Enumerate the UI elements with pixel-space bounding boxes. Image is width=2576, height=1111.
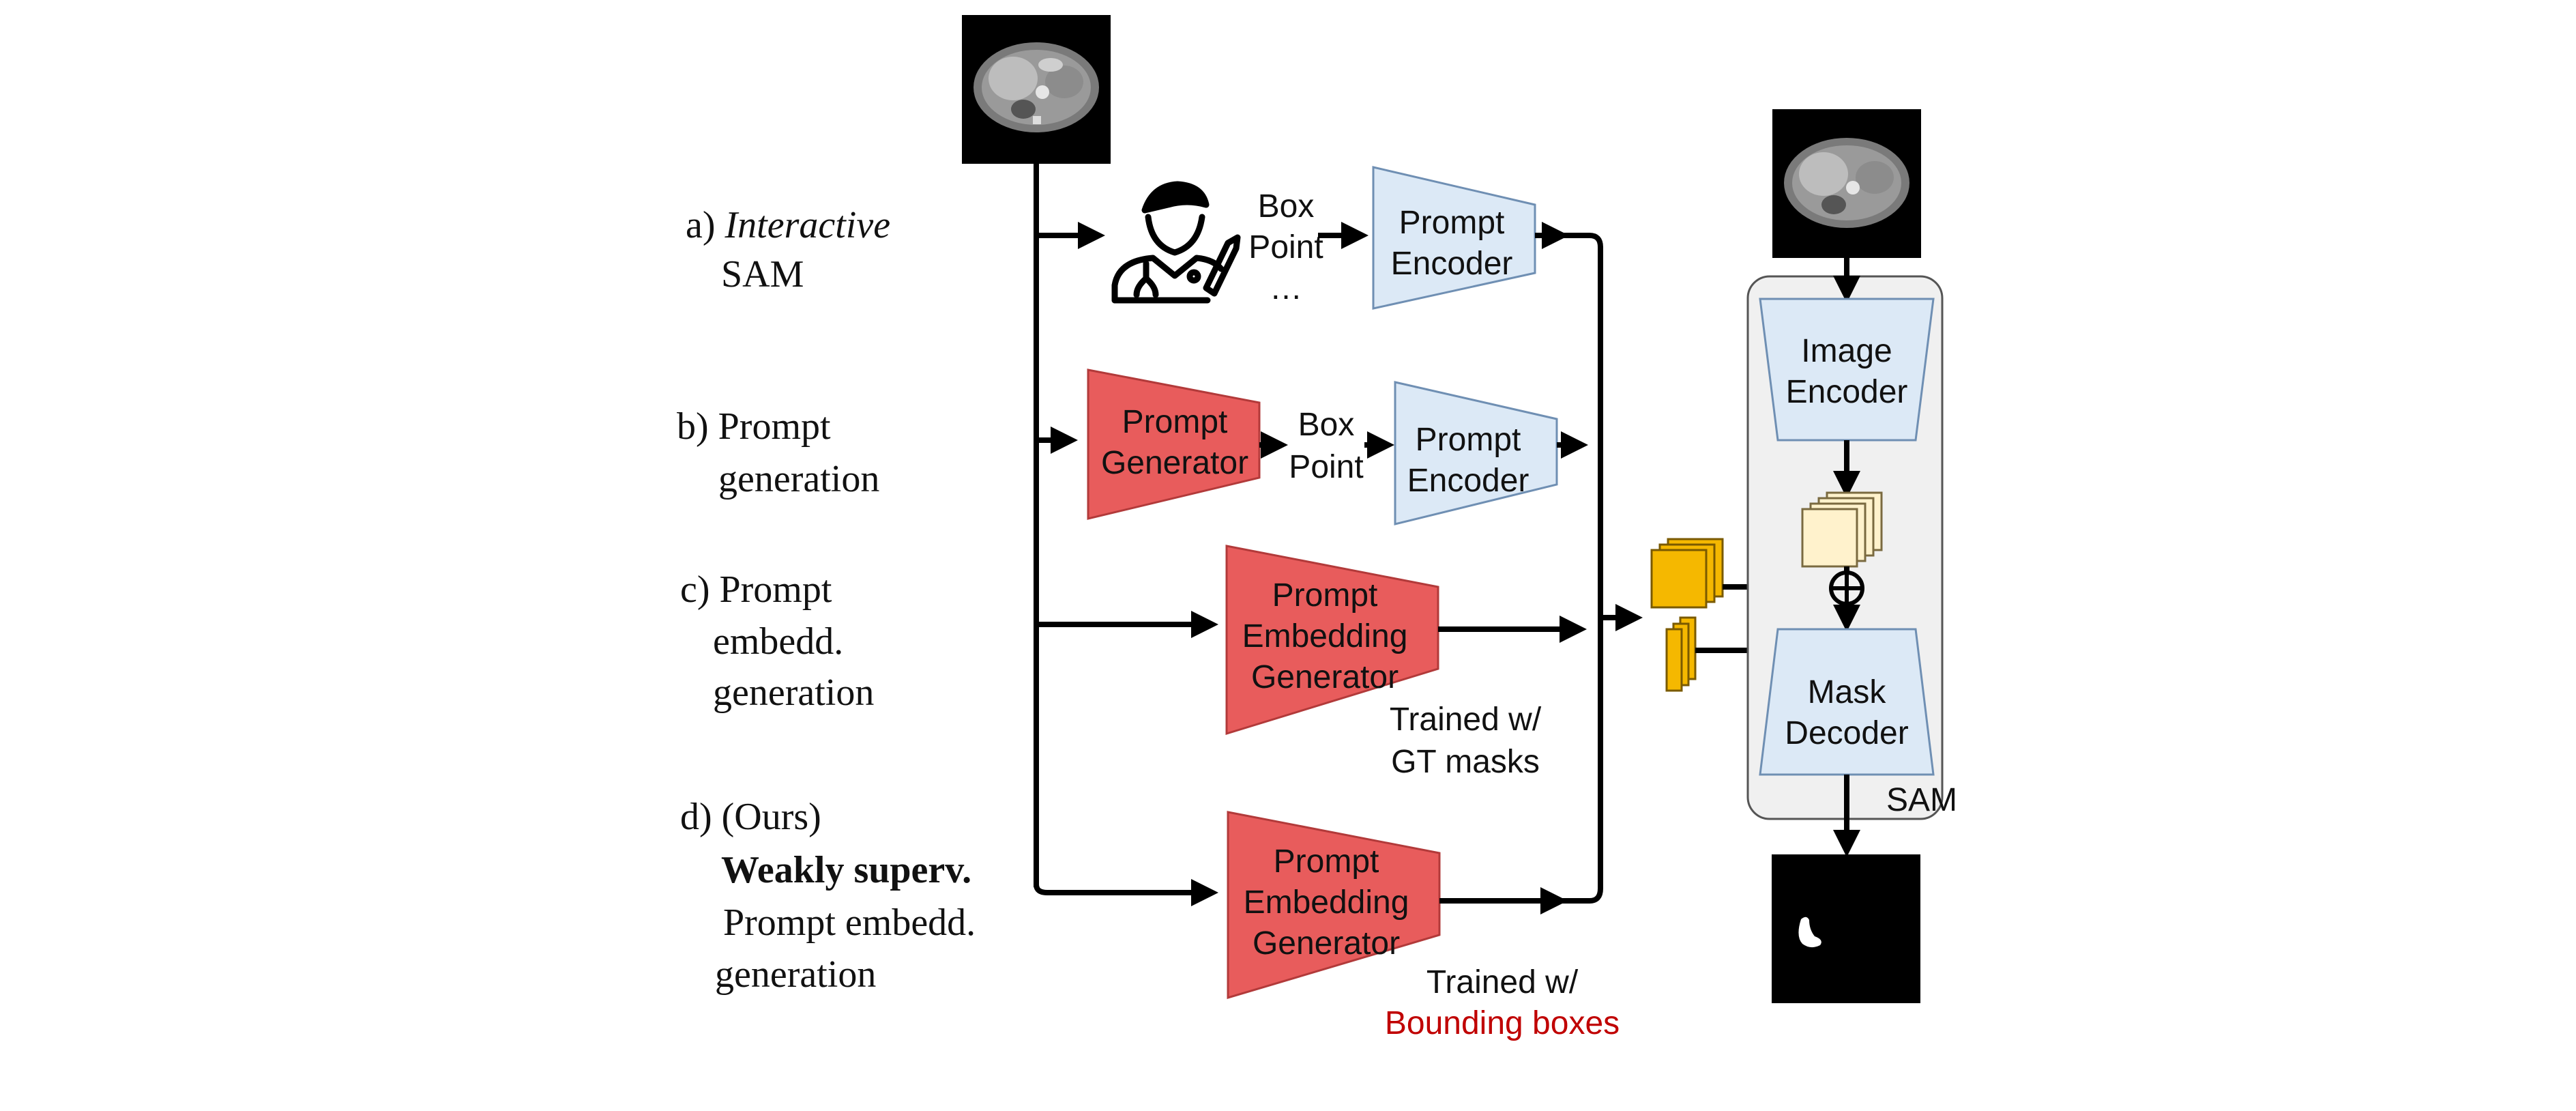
svg-text:Prompt embedd.: Prompt embedd. (723, 901, 976, 944)
svg-text:Weakly superv.: Weakly superv. (721, 849, 971, 891)
sam-label: SAM (1886, 782, 1957, 818)
svg-text:Point: Point (1289, 449, 1363, 485)
row-a-label: a)Interactive SAM (686, 204, 890, 295)
image-encoder: Image Encoder (1759, 298, 1935, 442)
svg-text:Embedding: Embedding (1242, 618, 1408, 654)
prompt-encoder-b: Prompt Encoder (1394, 381, 1558, 525)
svg-text:Box: Box (1298, 407, 1355, 443)
mask-decoder: Mask Decoder (1759, 628, 1935, 776)
row-c-label: c) Prompt embedd. generation (680, 568, 874, 714)
svg-text:Box: Box (1258, 188, 1315, 225)
note-d: Trained w/ Bounding boxes (1385, 964, 1620, 1041)
svg-text:Generator: Generator (1253, 925, 1400, 962)
prompt-embedding-generator-d: Prompt Embedding Generator (1227, 811, 1441, 1000)
svg-text:Prompt: Prompt (1122, 404, 1228, 440)
sparse-embedding-stack (1650, 538, 1724, 609)
svg-text:Prompt: Prompt (1274, 843, 1379, 880)
input-distribution-lines (1034, 164, 1218, 906)
plus-circle-icon (1829, 571, 1864, 606)
svg-text:Trained w/: Trained w/ (1426, 964, 1579, 1000)
svg-text:…: … (1270, 270, 1302, 306)
svg-text:d) (Ours): d) (Ours) (680, 796, 821, 838)
svg-text:generation: generation (718, 458, 879, 500)
svg-text:Encoder: Encoder (1786, 374, 1908, 410)
svg-text:Prompt: Prompt (1272, 577, 1378, 614)
ct-scan-image (962, 15, 1111, 164)
svg-text:Encoder: Encoder (1407, 463, 1530, 499)
svg-text:b) Prompt: b) Prompt (677, 405, 831, 448)
svg-text:GT masks: GT masks (1391, 744, 1540, 780)
merge-bracket (1562, 233, 1643, 904)
prompt-embedding-generator-c: Prompt Embedding Generator (1225, 545, 1439, 736)
prompt-encoder-a: Prompt Encoder (1372, 166, 1536, 310)
image-embedding-stack (1801, 491, 1883, 568)
note-c: Trained w/ GT masks (1390, 702, 1542, 780)
svg-text:Point: Point (1248, 229, 1323, 265)
svg-text:Trained w/: Trained w/ (1390, 702, 1542, 738)
prompt-types-a: Box Point … (1248, 188, 1323, 306)
prompt-generator-b: Prompt Generator (1087, 369, 1261, 520)
svg-text:Decoder: Decoder (1785, 715, 1908, 751)
svg-text:generation: generation (713, 672, 874, 714)
row-b-label: b) Prompt generation (677, 405, 879, 500)
svg-text:Encoder: Encoder (1391, 246, 1513, 282)
svg-text:embedd.: embedd. (713, 620, 843, 663)
clinician-icon (1111, 181, 1241, 304)
svg-text:Generator: Generator (1101, 445, 1248, 481)
svg-text:a)Interactive: a)Interactive (686, 204, 890, 246)
svg-text:Prompt: Prompt (1416, 422, 1521, 458)
svg-text:generation: generation (715, 953, 876, 996)
svg-text:Image: Image (1801, 333, 1892, 369)
svg-text:Mask: Mask (1808, 674, 1887, 710)
prompt-types-b: Box Point (1289, 407, 1363, 485)
svg-text:Embedding: Embedding (1244, 884, 1409, 921)
dense-embedding-stack (1665, 616, 1697, 692)
svg-text:Prompt: Prompt (1399, 205, 1505, 241)
row-d-label: d) (Ours) Weakly superv. Prompt embedd. … (680, 796, 976, 996)
mask-output-image (1772, 854, 1920, 1003)
svg-text:SAM: SAM (721, 253, 804, 295)
svg-text:c) Prompt: c) Prompt (680, 568, 832, 611)
ct-scan-image-sam (1772, 109, 1921, 258)
svg-text:Generator: Generator (1251, 659, 1399, 695)
bounding-boxes-note: Bounding boxes (1385, 1005, 1620, 1041)
